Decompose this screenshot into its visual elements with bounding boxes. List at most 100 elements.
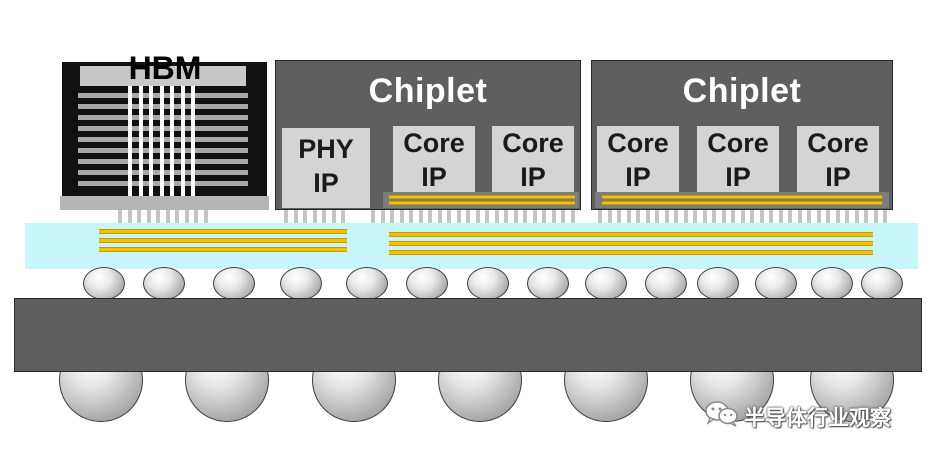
micro-bump <box>523 210 527 223</box>
interposer-wire <box>389 250 873 255</box>
micro-bump <box>284 210 288 223</box>
micro-bump <box>617 210 621 223</box>
micro-bump <box>598 210 602 223</box>
micro-bump <box>146 210 151 223</box>
ip-block-line2: IP <box>725 162 751 192</box>
micro-bump <box>731 210 735 223</box>
ip-block-line2: IP <box>520 162 546 192</box>
micro-bump <box>203 210 208 223</box>
chiplet-label: Chiplet <box>368 72 488 110</box>
micro-bump <box>645 210 650 223</box>
micro-bump <box>788 210 792 223</box>
chiplet-wire <box>389 201 575 205</box>
micro-bump <box>816 210 821 223</box>
interposer-wire <box>389 232 873 237</box>
micro-bump <box>156 210 160 223</box>
c4-bump <box>467 267 509 300</box>
micro-bump <box>845 210 849 223</box>
micro-bump <box>693 210 697 223</box>
micro-bump <box>683 210 688 223</box>
ip-block-line2: IP <box>825 162 851 192</box>
micro-bump <box>137 210 141 223</box>
hbm-tsv <box>191 86 195 196</box>
c4-bump <box>697 267 739 300</box>
hbm-tsv <box>159 86 164 196</box>
micro-bump <box>428 210 432 223</box>
c4-bump <box>755 267 797 300</box>
micro-bump <box>165 210 170 223</box>
core-ip-block: Core IP <box>597 126 679 194</box>
core-ip-block: Core IP <box>393 126 475 194</box>
micro-bump <box>437 210 442 223</box>
c4-bump <box>143 267 185 300</box>
c4-bump <box>527 267 569 300</box>
micro-bump <box>504 210 508 223</box>
interposer-wire <box>99 229 347 234</box>
c4-bump <box>406 267 448 300</box>
c4-bump <box>213 267 255 300</box>
micro-bump <box>175 210 179 223</box>
micro-bump <box>561 210 565 223</box>
c4-bump <box>83 267 125 300</box>
micro-bump <box>655 210 659 223</box>
micro-bump <box>390 210 394 223</box>
micro-bump <box>513 210 518 223</box>
hbm-label-bar <box>80 66 246 86</box>
micro-bump <box>485 210 489 223</box>
micro-bump <box>409 210 413 223</box>
micro-bump <box>322 210 326 223</box>
hbm-base-die <box>60 196 269 210</box>
chiplet-wire <box>602 195 882 199</box>
micro-bump <box>826 210 830 223</box>
chiplet-label: Chiplet <box>682 72 802 110</box>
micro-bump <box>854 210 859 223</box>
hbm-tsv <box>149 86 153 196</box>
micro-bump <box>371 210 375 223</box>
micro-bump <box>184 210 189 223</box>
micro-bump <box>399 210 404 223</box>
micro-bump <box>570 210 575 223</box>
ip-block-line1: Core <box>607 128 669 158</box>
c4-bump <box>585 267 627 300</box>
watermark-text: 半导体行业观察 <box>744 406 891 430</box>
micro-bump <box>331 210 336 223</box>
micro-bump <box>712 210 716 223</box>
chiplet-wire <box>602 201 882 205</box>
micro-bump <box>835 210 840 223</box>
micro-bump <box>312 210 317 223</box>
c4-bump <box>811 267 853 300</box>
hbm-tsv <box>170 86 174 196</box>
ip-block-line2: IP <box>625 162 651 192</box>
ip-block-line1: Core <box>502 128 564 158</box>
hbm-tsv <box>128 86 132 196</box>
ip-block-line1: Core <box>403 128 465 158</box>
micro-bump <box>807 210 811 223</box>
chiplet-wire <box>389 195 575 199</box>
interposer-wire <box>99 247 347 252</box>
micro-bump <box>194 210 198 223</box>
micro-bump <box>797 210 802 223</box>
core-ip-block: Core IP <box>697 126 779 194</box>
micro-bump <box>674 210 678 223</box>
micro-bump <box>466 210 470 223</box>
package-substrate <box>14 298 922 372</box>
micro-bump <box>475 210 480 223</box>
micro-bump <box>702 210 707 223</box>
ip-block-line1: Core <box>707 128 769 158</box>
wechat-icon <box>704 400 740 428</box>
micro-bump <box>127 210 132 223</box>
micro-bump <box>778 210 783 223</box>
micro-bump <box>494 210 499 223</box>
micro-bump <box>447 210 451 223</box>
core-ip-block: Core IP <box>797 126 879 194</box>
micro-bump <box>864 210 868 223</box>
micro-bump <box>341 210 345 223</box>
micro-bump <box>380 210 385 223</box>
micro-bump <box>769 210 773 223</box>
micro-bump <box>664 210 669 223</box>
ip-block-line1: PHY <box>298 134 354 164</box>
micro-bump <box>636 210 640 223</box>
ip-block-line1: Core <box>807 128 869 158</box>
ip-block-line2: IP <box>421 162 447 192</box>
hbm-label: HBM <box>128 50 202 86</box>
